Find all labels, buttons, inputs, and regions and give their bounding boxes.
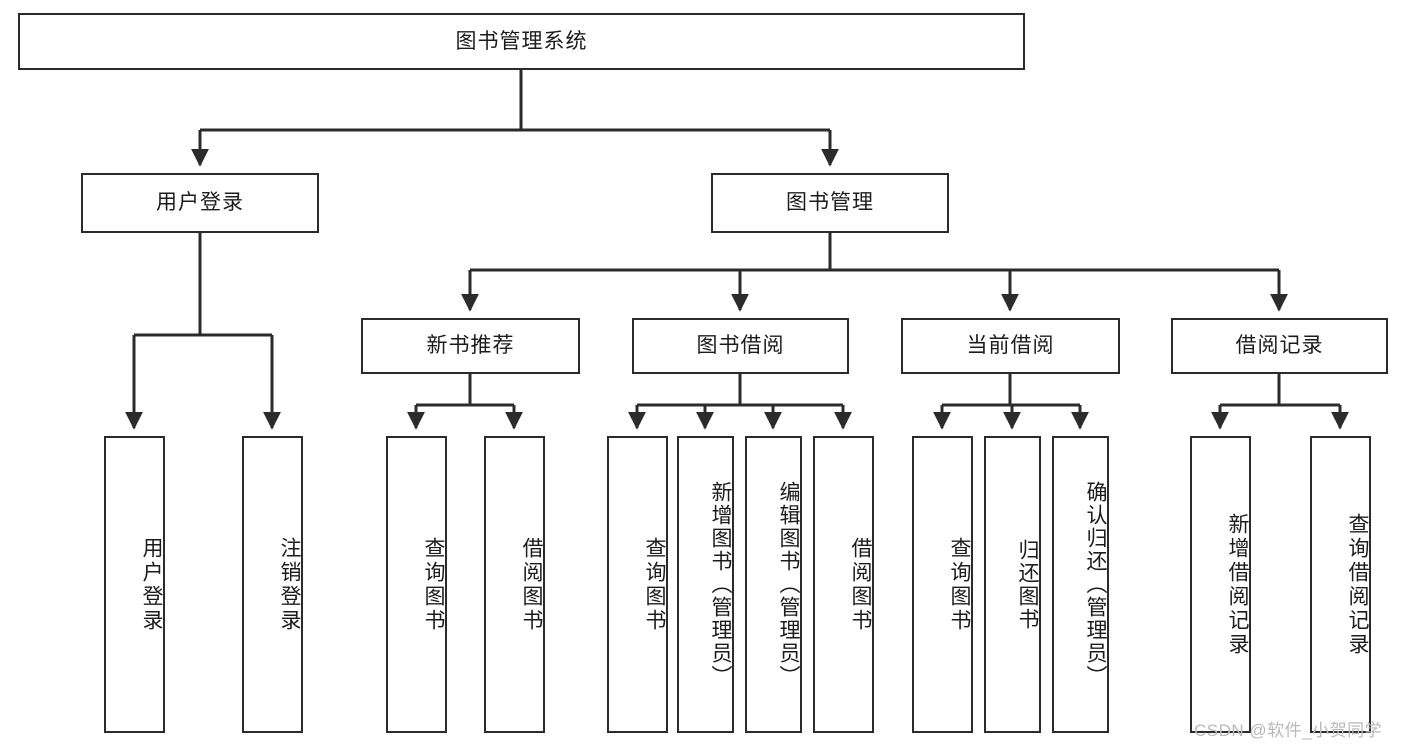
node-leaf-query-book-current[interactable]: 查询图书 <box>912 436 973 733</box>
node-leaf-add-book-admin[interactable]: 新增图书（管理员） <box>677 436 734 733</box>
node-borrow-record[interactable]: 借阅记录 <box>1171 318 1388 374</box>
node-leaf-query-book-borrow-label: 查询图书 <box>643 536 666 633</box>
node-leaf-query-borrow-record-label: 查询借阅记录 <box>1346 512 1369 657</box>
node-leaf-borrow-book-recommend-label: 借阅图书 <box>520 536 543 633</box>
node-leaf-edit-book-admin[interactable]: 编辑图书（管理员） <box>745 436 802 733</box>
node-book-borrow[interactable]: 图书借阅 <box>632 318 849 374</box>
csdn-watermark: CSDN @软件_小贺同学 <box>1194 721 1383 740</box>
node-leaf-user-login-label: 用户登录 <box>140 536 163 633</box>
node-leaf-query-book-current-label: 查询图书 <box>948 536 971 633</box>
node-root[interactable]: 图书管理系统 <box>18 13 1025 70</box>
node-leaf-add-borrow-record-label: 新增借阅记录 <box>1226 512 1249 657</box>
node-leaf-query-book-borrow[interactable]: 查询图书 <box>607 436 668 733</box>
node-leaf-confirm-return-admin[interactable]: 确认归还（管理员） <box>1052 436 1109 733</box>
node-leaf-add-book-admin-label: 新增图书（管理员） <box>709 481 732 688</box>
node-leaf-add-borrow-record[interactable]: 新增借阅记录 <box>1190 436 1251 733</box>
node-leaf-confirm-return-admin-label: 确认归还（管理员） <box>1084 481 1107 688</box>
node-leaf-borrow-book[interactable]: 借阅图书 <box>813 436 874 733</box>
node-current-borrow[interactable]: 当前借阅 <box>901 318 1120 374</box>
node-user-login[interactable]: 用户登录 <box>81 173 319 233</box>
node-leaf-edit-book-admin-label: 编辑图书（管理员） <box>777 481 800 688</box>
node-book-management-label: 图书管理 <box>786 191 874 215</box>
node-leaf-query-borrow-record[interactable]: 查询借阅记录 <box>1310 436 1371 733</box>
node-new-book-recommend-label: 新书推荐 <box>426 334 515 358</box>
node-leaf-logout-label: 注销登录 <box>278 536 301 633</box>
node-leaf-return-book-label: 归还图书 <box>1016 538 1039 631</box>
node-user-login-label: 用户登录 <box>156 191 244 215</box>
node-leaf-query-book-recommend[interactable]: 查询图书 <box>386 436 447 733</box>
node-book-management[interactable]: 图书管理 <box>711 173 949 233</box>
node-current-borrow-label: 当前借阅 <box>966 334 1055 358</box>
node-borrow-record-label: 借阅记录 <box>1235 334 1324 358</box>
node-new-book-recommend[interactable]: 新书推荐 <box>361 318 580 374</box>
node-root-label: 图书管理系统 <box>455 29 588 53</box>
node-leaf-borrow-book-recommend[interactable]: 借阅图书 <box>484 436 545 733</box>
node-leaf-borrow-book-label: 借阅图书 <box>849 536 872 633</box>
node-leaf-logout[interactable]: 注销登录 <box>242 436 303 733</box>
node-book-borrow-label: 图书借阅 <box>696 334 785 358</box>
node-leaf-query-book-recommend-label: 查询图书 <box>422 536 445 633</box>
node-leaf-user-login[interactable]: 用户登录 <box>104 436 165 733</box>
node-leaf-return-book[interactable]: 归还图书 <box>984 436 1041 733</box>
